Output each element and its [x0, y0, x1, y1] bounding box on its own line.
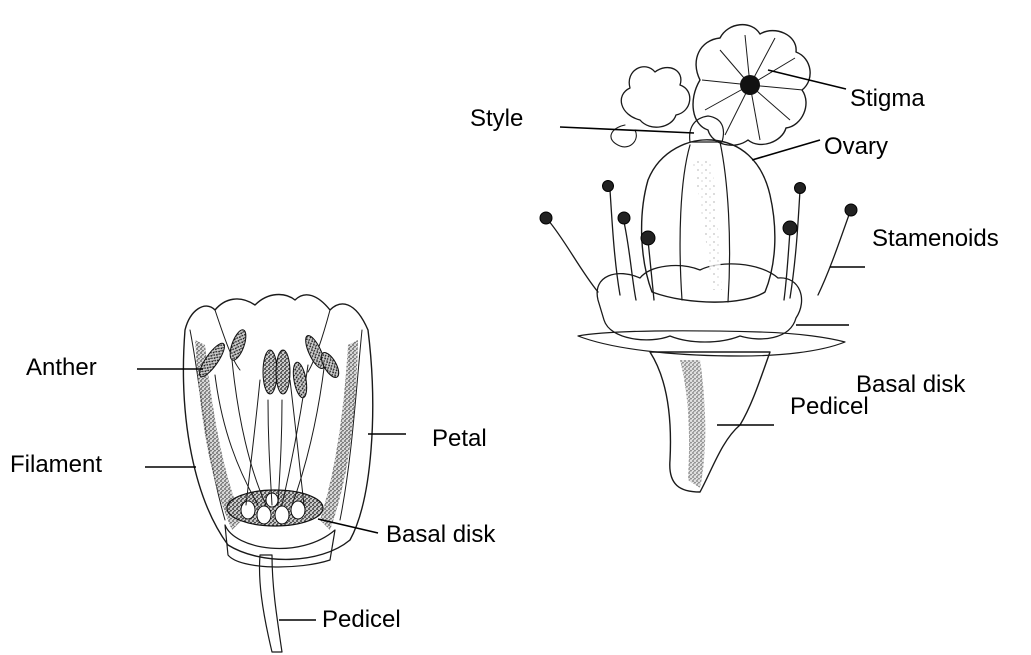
leader-stigma: [768, 70, 846, 89]
diagram-labels: Anther Filament Petal Basal disk Pedicel…: [10, 85, 999, 633]
label-style: Style: [470, 105, 523, 132]
label-stamenoids: Stamenoids: [872, 225, 999, 252]
right-flower-illustration: [540, 25, 857, 492]
leader-style: [560, 127, 694, 133]
left-flower-illustration: [183, 295, 372, 652]
leader-lines: [137, 70, 865, 620]
right-pedicel-stalk: [650, 352, 770, 492]
label-left-pedicel: Pedicel: [322, 606, 401, 633]
leader-ovary: [752, 140, 820, 160]
label-anther: Anther: [26, 354, 97, 381]
label-filament: Filament: [10, 451, 102, 478]
left-flower-base: [225, 525, 335, 567]
label-left-basal-disk: Basal disk: [386, 521, 496, 548]
left-pedicel-stem: [260, 555, 283, 652]
right-stamenoids: [548, 190, 850, 300]
right-stigma-left-cluster: [611, 67, 690, 147]
label-right-basal-disk: Basal disk: [856, 371, 966, 398]
label-stigma: Stigma: [850, 85, 925, 112]
label-ovary: Ovary: [824, 133, 888, 160]
label-right-pedicel: Pedicel: [790, 393, 869, 420]
right-stigma-rosette: [693, 25, 810, 146]
left-anthers: [196, 328, 343, 399]
label-petal: Petal: [432, 425, 487, 452]
